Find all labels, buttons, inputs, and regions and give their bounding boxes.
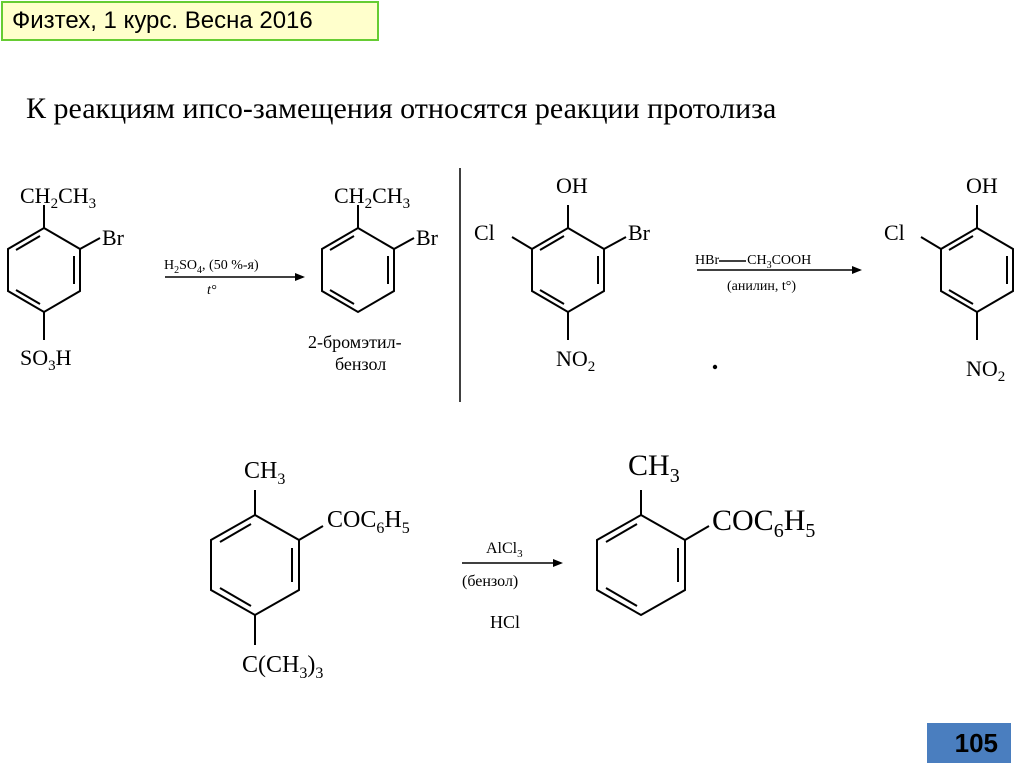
- r3-conditions-top: AlCl3: [486, 540, 523, 560]
- r3-product-top-group: CH3: [628, 449, 680, 487]
- header-title: Физтех, 1 курс. Весна 2016: [12, 7, 313, 34]
- r3-substrate-bottom-group: C(CH3)3: [242, 652, 323, 682]
- page-number-badge: 105: [927, 723, 1011, 763]
- benzene-ring-r1-product: [321, 205, 415, 314]
- benzene-ring-r3-substrate: [210, 490, 324, 645]
- r2-conditions-bottom: (анилин, t°): [727, 279, 796, 294]
- r2-substrate-top-group: OH: [556, 173, 588, 198]
- r2-product-top-group: OH: [966, 173, 998, 198]
- benzene-ring-r3-product: [596, 490, 710, 617]
- r2-product-bottom-group: NO2: [966, 356, 1005, 385]
- r3-product-right-group: COC6H5: [712, 504, 815, 542]
- r1-conditions-top: H2SO4, (50 %-я): [164, 258, 259, 276]
- r1-substrate-top-group: CH2CH3: [20, 183, 96, 212]
- slide-heading: К реакциям ипсо-замещения относятся реак…: [26, 92, 777, 125]
- r2-product-left: Cl: [884, 220, 905, 245]
- benzene-ring-r2-substrate: [511, 205, 627, 340]
- r3-substrate-right-group: COC6H5: [327, 507, 410, 537]
- page-number: 105: [954, 728, 998, 758]
- r3-conditions-bottom: HCl: [490, 612, 520, 632]
- r1-conditions-bottom: t°: [207, 283, 217, 298]
- r2-substrate-bottom-group: NO2: [556, 346, 595, 375]
- r1-product-top-group: CH2CH3: [334, 183, 410, 212]
- r1-substrate-bottom-group: SO3H: [20, 345, 72, 374]
- benzene-ring-r2-product: [920, 205, 1014, 340]
- benzene-ring-r1-substrate: [7, 205, 101, 340]
- r1-product-name-line1: 2-бромэтил-: [308, 332, 402, 352]
- slide-header: Физтех, 1 курс. Весна 2016: [1, 1, 379, 41]
- r3-substrate-top-group: CH3: [244, 458, 285, 488]
- r1-substrate-ortho: Br: [102, 225, 125, 250]
- r1-product-ortho: Br: [416, 225, 439, 250]
- stray-dot: [712, 364, 718, 370]
- r1-product-name-line2: бензол: [335, 354, 386, 374]
- r3-conditions-middle: (бензол): [462, 573, 518, 590]
- r2-substrate-right: Br: [628, 220, 651, 245]
- r2-substrate-left: Cl: [474, 220, 495, 245]
